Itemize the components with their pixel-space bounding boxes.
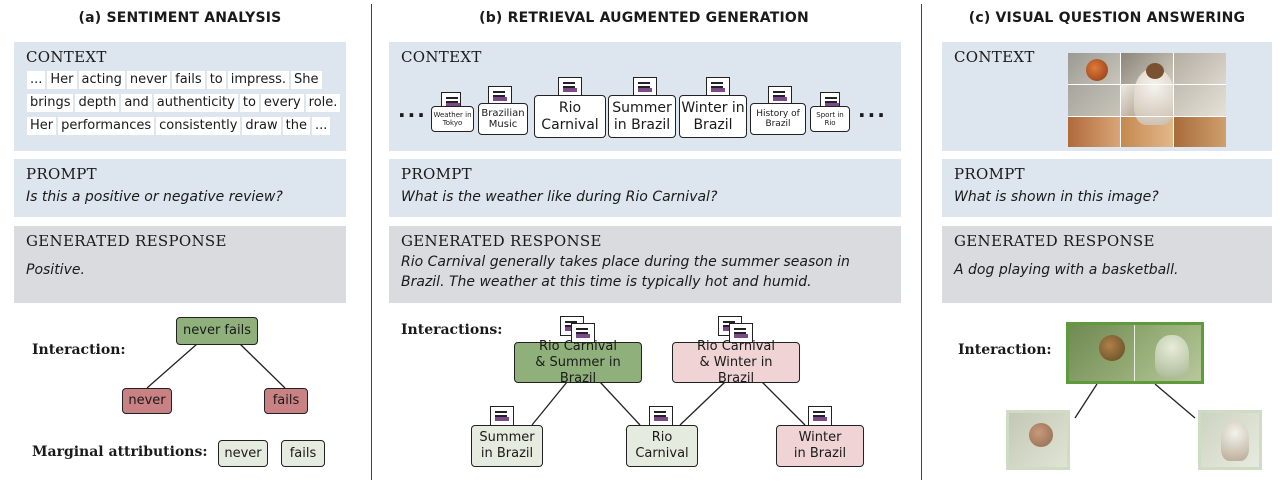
doc-weather-in-tokyo: Weather in Tokyo: [431, 106, 474, 132]
panel-b-single-rio: Rio Carnival: [626, 425, 698, 467]
interaction-image-ball: [1006, 410, 1070, 470]
panel-c-title: (c) VISUAL QUESTION ANSWERING: [968, 10, 1246, 26]
dog-icon: [1221, 421, 1249, 461]
panel-b-ellipsis-left: ...: [398, 98, 427, 122]
panel-a-marginal-label: Marginal attributions:: [32, 444, 208, 460]
panel-b-response-line-2: Brazil. The weather at this time is typi…: [401, 274, 812, 290]
panel-a-right-node: fails: [264, 388, 308, 414]
context-token: role.: [305, 94, 341, 112]
doc-sport-in-rio: Sport in Rio: [810, 106, 850, 132]
divider-right: [921, 4, 922, 480]
panel-a-prompt-header: PROMPT: [26, 165, 97, 183]
context-token: draw: [242, 117, 281, 135]
context-token: and: [121, 94, 152, 112]
panel-a-interaction-label: Interaction:: [32, 342, 126, 358]
panel-b-prompt-text: What is the weather like during Rio Carn…: [401, 189, 718, 205]
panel-a-response-text: Positive.: [26, 262, 85, 278]
panel-b-ellipsis-right: ...: [858, 98, 887, 122]
panel-b-interactions-label: Interactions:: [401, 322, 503, 338]
doc-icon: [808, 406, 832, 426]
context-token: authenticity: [153, 94, 238, 112]
basketball-icon: [1099, 335, 1125, 361]
context-token: consistently: [156, 117, 241, 135]
panel-a-marginal-fails: fails: [281, 440, 325, 467]
doc-summer-in-brazil: Summer in Brazil: [608, 95, 676, 138]
panel-a-context-header: CONTEXT: [26, 48, 107, 66]
panel-b-response-line-1: Rio Carnival generally takes place durin…: [401, 254, 850, 270]
doc-winter-in-brazil: Winter in Brazil: [679, 95, 747, 138]
panel-a-interaction-node: never fails: [176, 317, 258, 345]
context-token: depth: [75, 94, 120, 112]
panel-c-prompt-box: PROMPT What is shown in this image?: [942, 159, 1272, 217]
doc-icon: [706, 77, 730, 97]
context-token: to: [239, 94, 259, 112]
panel-a-prompt-box: PROMPT Is this a positive or negative re…: [14, 159, 346, 217]
panel-a-title: (a) SENTIMENT ANALYSIS: [78, 10, 282, 26]
divider-left: [371, 4, 372, 480]
panel-a-marginal-never: never: [218, 440, 268, 467]
doc-icon: [633, 77, 657, 97]
panel-b-prompt-header: PROMPT: [401, 165, 472, 183]
panel-a-response-box: GENERATED RESPONSE Positive.: [14, 226, 346, 303]
doc-icon: [649, 406, 673, 426]
context-token: ...: [27, 71, 46, 89]
context-token: to: [206, 71, 226, 89]
dog-icon: [1155, 335, 1189, 377]
panel-a-prompt-text: Is this a positive or negative review?: [26, 189, 283, 205]
context-token: brings: [27, 94, 74, 112]
panel-b-response-box: GENERATED RESPONSE Rio Carnival generall…: [389, 226, 901, 303]
panel-c-prompt-text: What is shown in this image?: [954, 189, 1159, 205]
doc-icon: [558, 77, 582, 97]
panel-c-response-text: A dog playing with a basketball.: [954, 262, 1179, 278]
panel-c-response-box: GENERATED RESPONSE A dog playing with a …: [942, 226, 1272, 303]
context-token: performances: [58, 117, 155, 135]
dog-basketball-image: [1068, 53, 1226, 147]
context-token: every: [260, 94, 304, 112]
panel-b-pair-summer: Rio Carnival & Summer in Brazil: [514, 339, 642, 386]
panel-b-single-winter: Winter in Brazil: [776, 425, 864, 467]
interaction-image-pair: [1066, 322, 1204, 384]
context-token: the: [282, 117, 310, 135]
panel-c-prompt-header: PROMPT: [954, 165, 1025, 183]
doc-brazilian-music: Brazilian Music: [478, 103, 528, 135]
doc-rio-carnival: Rio Carnival: [534, 95, 606, 138]
context-token: never: [126, 71, 171, 89]
context-token: acting: [78, 71, 125, 89]
doc-history-of-brazil: History of Brazil: [750, 103, 806, 135]
panel-b-prompt-box: PROMPT What is the weather like during R…: [389, 159, 901, 217]
panel-b-context-header: CONTEXT: [401, 48, 482, 66]
panel-c-interaction-label: Interaction:: [958, 342, 1052, 358]
panel-c-response-header: GENERATED RESPONSE: [954, 232, 1155, 250]
context-token: impress.: [227, 71, 290, 89]
panel-a-left-node: never: [122, 388, 172, 414]
context-token: Her: [27, 117, 57, 135]
context-token: She: [291, 71, 322, 89]
interaction-image-dog: [1198, 410, 1262, 470]
panel-b-pair-winter: Rio Carnival & Winter in Brazil: [672, 339, 800, 386]
doc-icon: [490, 406, 514, 426]
panel-b-response-header: GENERATED RESPONSE: [401, 232, 602, 250]
context-token: ...: [311, 117, 331, 135]
context-token: fails: [172, 71, 205, 89]
basketball-icon: [1029, 423, 1053, 447]
panel-c-context-header: CONTEXT: [954, 48, 1035, 66]
basketball-icon: [1086, 59, 1108, 81]
context-token: Her: [47, 71, 77, 89]
panel-a-response-header: GENERATED RESPONSE: [26, 232, 227, 250]
panel-b-single-summer: Summer in Brazil: [471, 425, 543, 467]
panel-b-title: (b) RETRIEVAL AUGMENTED GENERATION: [479, 10, 809, 26]
